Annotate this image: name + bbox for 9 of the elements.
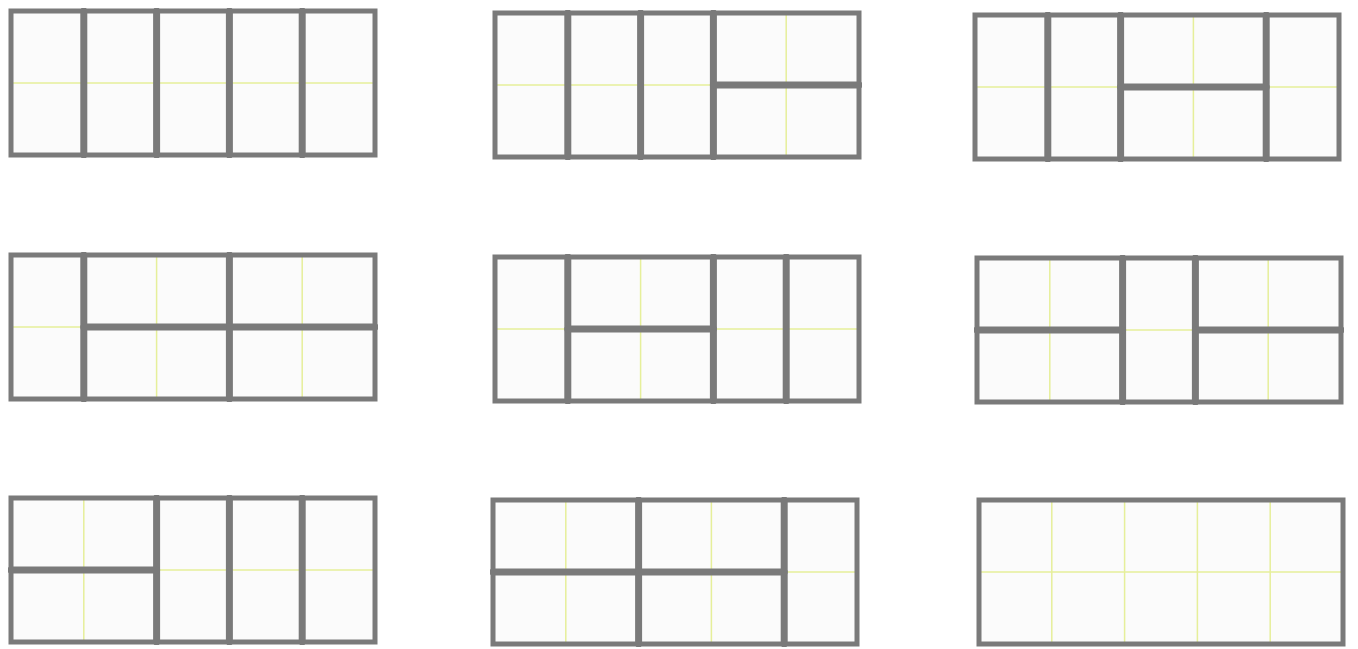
domino-tiling-drawing: [974, 255, 1344, 405]
domino-tiling-drawing: [8, 252, 378, 402]
domino-tiling-drawing: [8, 495, 378, 645]
domino-tiling-drawing: [490, 497, 860, 647]
domino-tiling-drawing: [492, 10, 862, 160]
domino-tiling-drawing: [492, 254, 862, 404]
domino-tiling-drawing: [972, 12, 1342, 162]
domino-tiling-drawing: [976, 497, 1346, 647]
domino-tiling-drawing: [8, 8, 378, 158]
